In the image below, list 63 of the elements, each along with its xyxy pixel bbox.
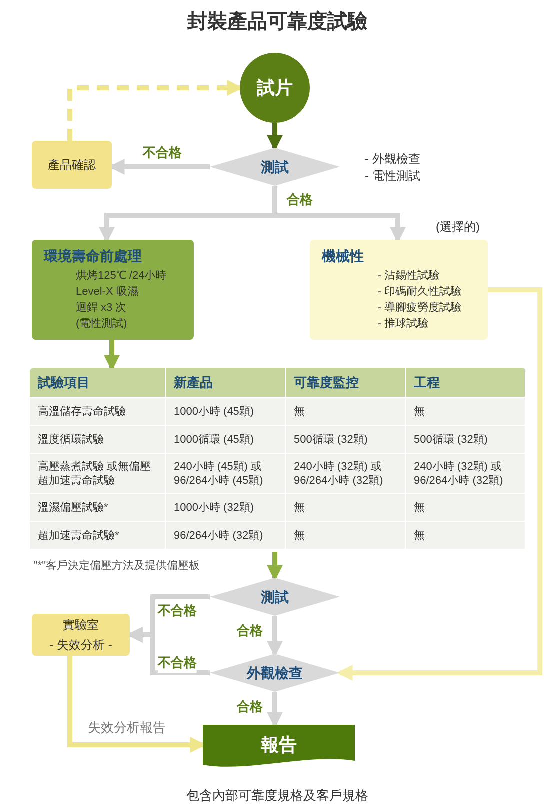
list-item: 迴銲 x3 次 (76, 301, 127, 316)
note-text: - 電性測試 (365, 168, 422, 185)
list-item: - 推球試驗 (378, 317, 429, 332)
diagram-title: 封裝產品可靠度試驗 (186, 10, 368, 35)
arrow (267, 616, 283, 658)
table-cell: 無 (286, 522, 406, 550)
box-heading: 環境壽命前處理 (44, 247, 142, 266)
list-item: Level-X 吸濕 (76, 285, 138, 300)
table-cell: 無 (286, 398, 406, 426)
list-item: - 印碼耐久性試驗 (378, 285, 462, 300)
header-cell: 工程 (406, 368, 526, 398)
arrow (336, 288, 542, 681)
edge-label: 不合格 (158, 653, 197, 672)
table-cell: 溫濕偏壓試驗* (30, 494, 166, 522)
box-label: 實驗室 (63, 617, 99, 634)
list-item: (電性測試) (76, 317, 128, 332)
decision-label: 測試 (261, 158, 289, 177)
table-cell: 240小時 (32顆) 或 96/264小時 (32顆) (286, 454, 406, 494)
box-label: 產品確認 (48, 157, 96, 174)
table-cell: 240小時 (32顆) 或 96/264小時 (32顆) (406, 454, 526, 494)
table-cell: 1000循環 (45顆) (166, 426, 286, 454)
list-item: 烘烤125℃ /24小時 (76, 269, 167, 284)
edge-label: 不合格 (158, 601, 197, 620)
table-cell: 無 (406, 494, 526, 522)
edge-label: 合格 (237, 621, 263, 640)
table-cell: 500循環 (32顆) (286, 426, 406, 454)
node-label: 試片 (257, 77, 293, 100)
table-cell: 500循環 (32顆) (406, 426, 526, 454)
box-heading: 機械性 (322, 247, 364, 266)
process-box (32, 240, 194, 340)
report-label: 報告 (261, 734, 297, 757)
list-item: - 導腳疲勞度試驗 (378, 300, 462, 316)
table-cell: 溫度循環試驗 (30, 426, 166, 454)
footnote: "*"客戶決定偏壓方法及提供偏壓板 (34, 558, 200, 574)
header-cell: 試驗項目 (30, 368, 166, 398)
header-cell: 可靠度監控 (286, 368, 406, 398)
table-cell: 1000小時 (32顆) (166, 494, 286, 522)
header-cell: 新產品 (166, 368, 286, 398)
process-box (32, 614, 130, 656)
list-item: - 沾錫性試驗 (378, 269, 440, 284)
results-table (30, 368, 526, 552)
edge-label: 合格 (287, 190, 313, 210)
note-text: - 外觀檢查 (365, 151, 422, 168)
table-cell: 1000小時 (45顆) (166, 398, 286, 426)
edge-label: 不合格 (143, 143, 182, 162)
process-box (310, 240, 488, 340)
decision-label: 測試 (261, 588, 289, 607)
table-cell: 96/264小時 (32顆) (166, 522, 286, 550)
table-cell: 超加速壽命試驗* (30, 522, 166, 550)
table-cell: 高壓蒸煮試驗 或無偏壓超加速壽命試驗 (30, 454, 166, 494)
footer-note: 包含內部可靠度規格及客戶規格 (186, 787, 370, 805)
process-box (32, 141, 112, 189)
table-cell: 無 (286, 494, 406, 522)
table-cell: 240小時 (45顆) 或 96/264小時 (45顆) (166, 454, 286, 494)
decision-label: 外觀檢查 (247, 664, 303, 683)
note-text: (選擇的) (436, 219, 481, 236)
arrow (267, 123, 283, 152)
edge-label: 合格 (237, 697, 263, 716)
box-label: - 失效分析 - (50, 637, 112, 654)
arrow (267, 552, 283, 582)
table-cell: 高溫儲存壽命試驗 (30, 398, 166, 426)
table-cell: 無 (406, 522, 526, 550)
table-cell: 無 (406, 398, 526, 426)
